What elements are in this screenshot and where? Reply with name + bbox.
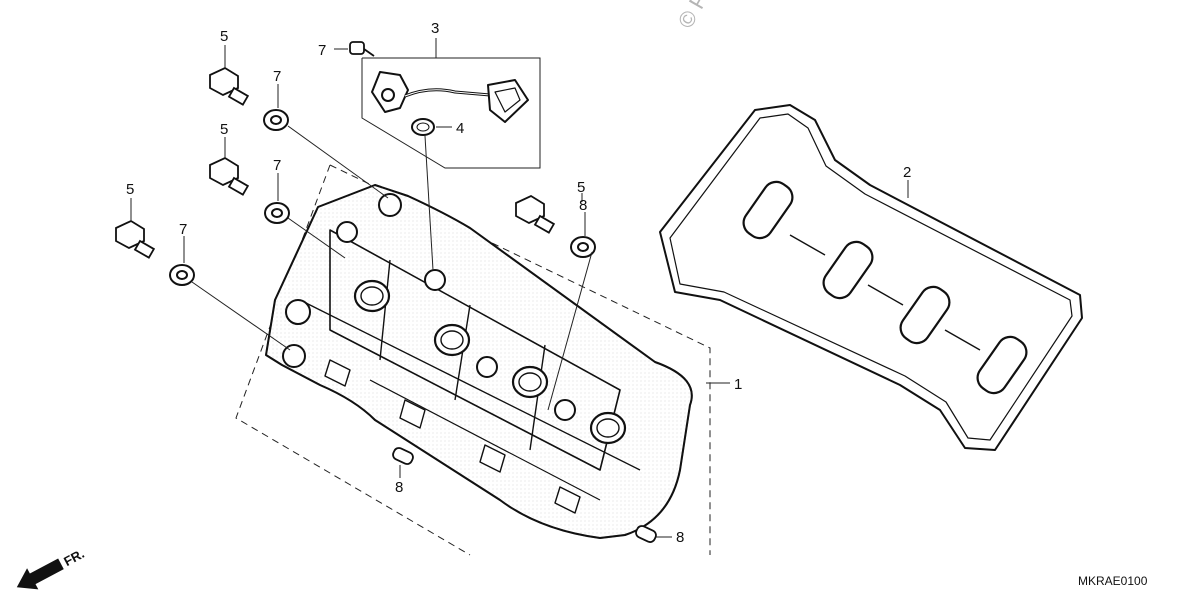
- callout-8: 8: [676, 529, 684, 546]
- dowel-pin[interactable]: [391, 446, 414, 465]
- head-cover-gasket[interactable]: [659, 104, 1083, 451]
- cylinder-head-cover[interactable]: [265, 184, 693, 539]
- callout-5: 5: [220, 121, 228, 138]
- sensor-assembly[interactable]: [371, 71, 529, 123]
- grommet[interactable]: [264, 202, 290, 224]
- leader-lines: [130, 38, 909, 538]
- callout-2: 2: [903, 164, 911, 181]
- front-direction-arrow: FR.: [16, 546, 87, 590]
- grommet[interactable]: [169, 264, 195, 286]
- bolt[interactable]: [115, 219, 156, 259]
- callout-3: 3: [431, 20, 439, 37]
- callout-7: 7: [179, 221, 187, 238]
- callout-6: 7: [318, 42, 326, 59]
- sensor-frame-3: [361, 57, 541, 169]
- grommet[interactable]: [570, 236, 596, 258]
- dowel-pin[interactable]: [634, 524, 657, 543]
- grommet[interactable]: [263, 109, 289, 131]
- callout-1: 1: [734, 376, 742, 393]
- o-ring[interactable]: [411, 118, 435, 136]
- callout-5: 5: [126, 181, 134, 198]
- bolt[interactable]: [515, 194, 556, 234]
- bolt[interactable]: [209, 156, 250, 196]
- callout-5: 5: [220, 28, 228, 45]
- callout-7: 8: [579, 197, 587, 214]
- front-direction-label: FR.: [61, 546, 87, 569]
- small-bolt[interactable]: [349, 41, 375, 57]
- callout-4: 4: [456, 120, 464, 137]
- bolt[interactable]: [209, 66, 250, 106]
- callout-5: 5: [577, 179, 585, 196]
- callout-7: 7: [273, 157, 281, 174]
- diagram-code: MKRAE0100: [1078, 574, 1148, 588]
- watermark-text: © Pa: [673, 0, 720, 33]
- callout-8: 8: [395, 479, 403, 496]
- callout-7: 7: [273, 68, 281, 85]
- callout-labels: 5 7 5 7 5 7 5 8 7 3 4 2 1 8 8 8 8 8 8 8 …: [126, 20, 911, 546]
